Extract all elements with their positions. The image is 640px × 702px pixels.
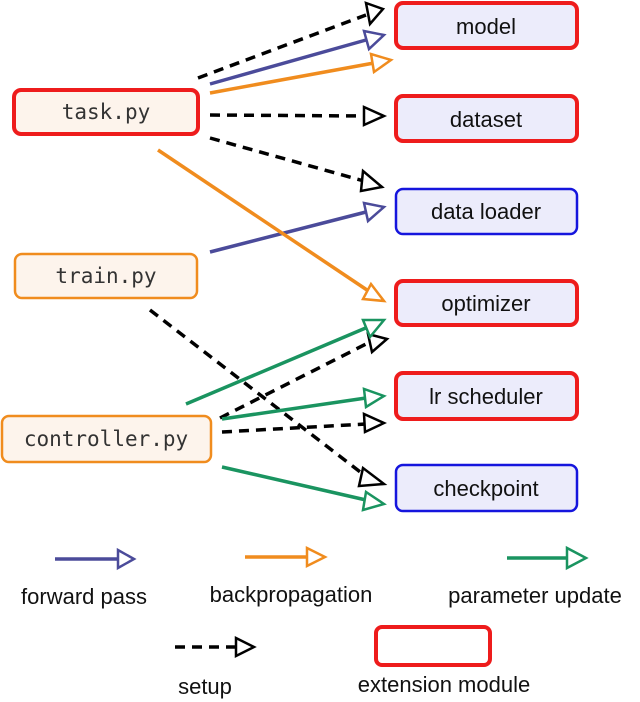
arrowhead xyxy=(362,412,387,434)
node-controller-label: controller.py xyxy=(24,427,188,451)
node-train-label: train.py xyxy=(55,264,156,288)
edges xyxy=(148,13,375,502)
node-optimizer: optimizer xyxy=(394,279,579,327)
edge-controller-scheduler-update xyxy=(221,396,367,421)
legend-extension-box xyxy=(374,625,492,667)
node-data-loader-box xyxy=(394,187,579,236)
arrowhead xyxy=(366,332,390,355)
legend-setup: setup xyxy=(175,635,257,699)
arrowhead xyxy=(305,545,328,569)
legend-forward: forward pass xyxy=(21,547,147,609)
node-dataset-label: dataset xyxy=(450,107,522,132)
legend-extension-label: extension module xyxy=(358,672,530,697)
edge-train-dataloader-forward xyxy=(209,210,367,254)
edge-task-model-setup xyxy=(197,13,367,80)
edge-task-model-forward xyxy=(209,38,367,86)
legend: forward pass backpropagation parameter u… xyxy=(21,545,622,699)
node-task-box xyxy=(12,88,200,136)
arrowhead xyxy=(362,387,387,410)
edge-train-checkpoint-setup xyxy=(148,308,370,480)
legend-extension: extension module xyxy=(358,625,530,697)
arrowhead xyxy=(234,635,257,659)
node-lr-scheduler: lr scheduler xyxy=(394,371,579,421)
node-data-loader: data loader xyxy=(394,187,579,236)
arrowhead xyxy=(362,201,387,224)
arrowhead xyxy=(361,281,387,303)
node-dataset-box xyxy=(394,94,579,143)
node-checkpoint-label: checkpoint xyxy=(433,476,538,501)
legend-forward-label: forward pass xyxy=(21,584,147,609)
node-model-box xyxy=(394,1,579,50)
arrowhead xyxy=(361,489,387,512)
legend-update-label: parameter update xyxy=(448,583,622,608)
legend-backprop: backpropagation xyxy=(210,545,373,607)
arrowhead xyxy=(361,318,387,340)
node-dataset: dataset xyxy=(394,94,579,143)
arrowhead xyxy=(364,1,386,27)
edge-controller-scheduler-setup xyxy=(221,422,367,434)
edge-task-dataset-setup xyxy=(209,113,367,118)
node-lr-scheduler-box xyxy=(394,371,579,421)
edge-task-optimizer-backprop xyxy=(157,148,371,294)
node-lr-scheduler-label: lr scheduler xyxy=(429,384,543,409)
edge-task-dataloader-setup xyxy=(209,136,365,183)
arrowhead xyxy=(369,52,394,75)
edge-controller-checkpoint-update xyxy=(221,465,367,502)
edge-task-model-backprop xyxy=(209,61,375,95)
node-data-loader-label: data loader xyxy=(431,199,541,224)
arrowhead xyxy=(362,29,387,52)
edge-controller-optimizer-setup xyxy=(219,339,373,420)
node-optimizer-box xyxy=(394,279,579,327)
node-controller-box xyxy=(0,414,213,464)
node-model: model xyxy=(394,1,579,50)
arrowheads xyxy=(357,1,394,512)
edge-controller-optimizer-update xyxy=(185,325,369,406)
arrowhead xyxy=(359,168,385,193)
arrowhead xyxy=(565,545,589,571)
arrowhead xyxy=(116,547,137,571)
legend-setup-label: setup xyxy=(178,674,232,699)
arrowhead xyxy=(362,105,388,127)
node-train: train.py xyxy=(13,252,199,300)
legend-update: parameter update xyxy=(448,545,622,608)
node-train-box xyxy=(13,252,199,300)
node-checkpoint: checkpoint xyxy=(394,463,579,513)
node-optimizer-label: optimizer xyxy=(441,291,530,316)
node-model-label: model xyxy=(456,14,516,39)
node-task: task.py xyxy=(12,88,200,136)
node-task-label: task.py xyxy=(62,100,151,124)
arrowhead xyxy=(357,465,388,488)
node-checkpoint-box xyxy=(394,463,579,513)
node-controller: controller.py xyxy=(0,414,213,464)
legend-backprop-label: backpropagation xyxy=(210,582,373,607)
